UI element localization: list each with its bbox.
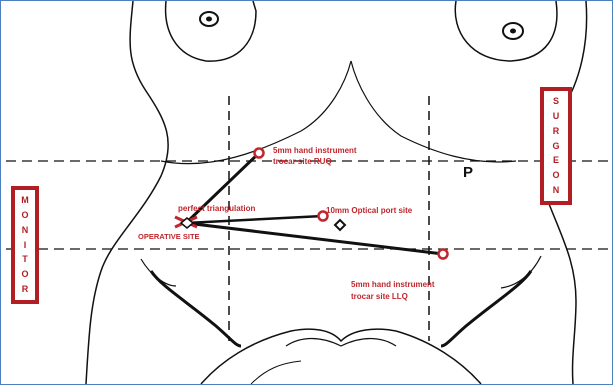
surgeon-letter: N <box>553 186 560 195</box>
llq-label-line1: 5mm hand instrument <box>351 280 435 289</box>
surgeon-box: S U R G E O N <box>540 87 572 205</box>
monitor-letter: R <box>22 285 29 294</box>
right-breast-outline <box>455 1 557 61</box>
surgeon-letter: S <box>553 97 559 106</box>
optical-port-label: 10mm Optical port site <box>326 206 413 215</box>
monitor-letter: O <box>21 270 28 279</box>
surgeon-letter: G <box>552 142 559 151</box>
llq-label-line2: trocar site LLQ <box>351 292 408 301</box>
monitor-letter: N <box>22 226 29 235</box>
pubic-region <box>201 329 481 384</box>
triangulation-label: perfect triangulation <box>178 204 255 213</box>
optical-line <box>186 216 323 223</box>
monitor-letter: T <box>22 255 28 264</box>
llq-port-marker <box>439 250 448 259</box>
monitor-letter: O <box>21 211 28 220</box>
monitor-box: M O N I T O R <box>11 186 39 304</box>
operative-site-label: OPERATIVE SITE <box>138 232 200 241</box>
surgeon-letter: E <box>553 156 559 165</box>
torso-left-outline <box>86 1 168 384</box>
ruq-label-line2: trocar site RUQ <box>273 157 332 166</box>
ruq-port-marker <box>255 149 264 158</box>
surgeon-letter: U <box>553 112 560 121</box>
p-marker-label: P <box>463 164 473 181</box>
monitor-letter: I <box>24 241 27 250</box>
surgeon-letter: O <box>552 171 559 180</box>
left-breast-outline <box>166 1 256 61</box>
ruq-label-line1: 5mm hand instrument <box>273 146 357 155</box>
navel <box>335 220 345 230</box>
surgeon-letter: R <box>553 127 560 136</box>
monitor-letter: M <box>21 196 29 205</box>
